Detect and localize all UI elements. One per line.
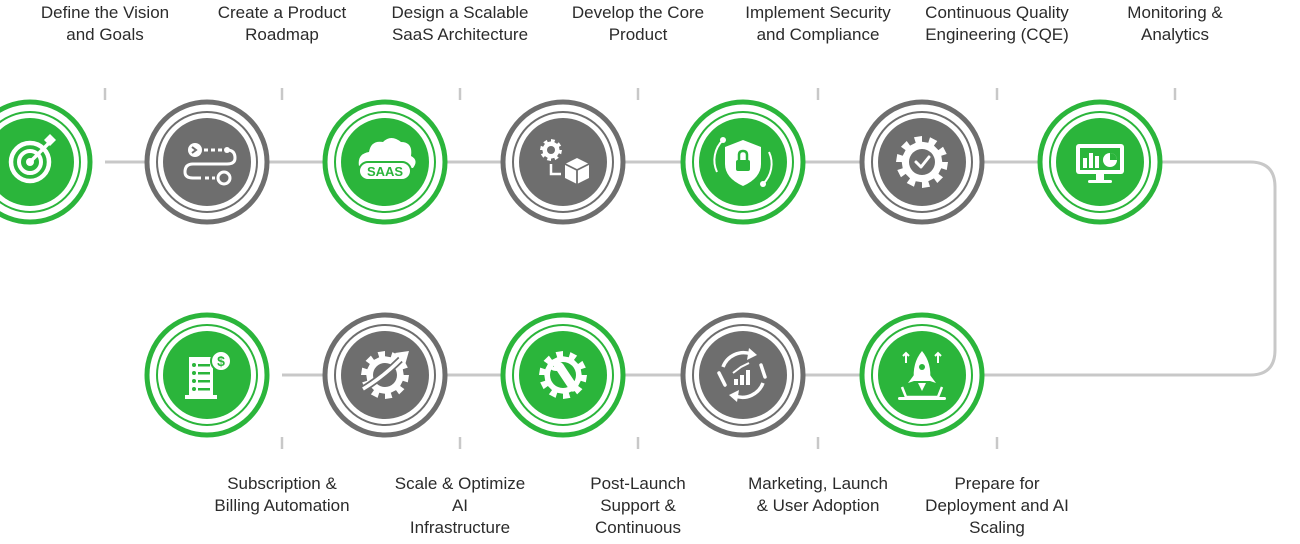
gear-arrow-icon: [361, 351, 409, 399]
step-label-line: Billing Automation: [214, 496, 350, 515]
step-label-line: Design a Scalable: [391, 3, 529, 22]
step-circle: [680, 99, 806, 225]
step-circle: [1037, 99, 1163, 225]
step-label: Scale & Optimize AI Infrastructure: [385, 473, 535, 539]
step-label-line: Continuous: [594, 518, 681, 537]
step-label-line: Analytics: [1140, 25, 1210, 44]
step-circle: [859, 312, 985, 438]
monitor-analytics-icon: [1076, 144, 1124, 183]
step-label-line: Infrastructure: [409, 518, 511, 537]
step-label-line: Monitoring &: [1127, 3, 1223, 22]
target-icon: [8, 134, 56, 184]
billing-list-icon: $: [185, 350, 232, 399]
saas-cloud-icon: SAAS: [358, 138, 416, 181]
step-label-line: Marketing, Launch: [748, 474, 888, 493]
step-label-line: Scaling: [969, 518, 1025, 537]
step-label: Subscription & Billing Automation: [207, 473, 357, 517]
step-circle: $: [144, 312, 270, 438]
step-label-line: and Goals: [66, 25, 144, 44]
step-label-line: Develop the Core: [571, 3, 705, 22]
connector-turn: [997, 160, 1277, 377]
rocket-laptop-icon: [898, 351, 946, 400]
roadmap-icon: [183, 143, 237, 186]
step-label: Integrate AI-DrivenMonitoring &Analytics: [1100, 0, 1250, 46]
step-label: Implement Security and Compliance: [743, 2, 893, 46]
step-label-line: Subscription &: [227, 474, 337, 493]
step-label-line: Scale & Optimize AI: [394, 474, 526, 515]
step-circle: [144, 99, 270, 225]
step-label-line: Post-Launch: [590, 474, 686, 493]
step-label-line: SaaS Architecture: [391, 25, 529, 44]
step-label: Define the Vision and Goals: [30, 2, 180, 46]
step-circle: SAAS: [322, 99, 448, 225]
step-circle: [500, 312, 626, 438]
step-label-line: Prepare for: [954, 474, 1040, 493]
step-label-line: & User Adoption: [756, 496, 880, 515]
dollar-icon-text: $: [217, 353, 225, 369]
gear-box-icon: [540, 139, 590, 184]
step-label-line: Roadmap: [245, 25, 319, 44]
step-label: Marketing, Launch & User Adoption: [743, 473, 893, 517]
gear-wrench-icon: [539, 351, 587, 399]
step-label-line: Deployment and AI: [925, 496, 1069, 515]
step-circle: [322, 312, 448, 438]
step-label-line: Product: [608, 25, 668, 44]
step-circle: [859, 99, 985, 225]
step-circle: [0, 99, 93, 225]
step-circle: [500, 99, 626, 225]
step-label-line: Support &: [600, 496, 676, 515]
gear-check-icon: [896, 136, 948, 188]
step-label-line: Create a Product: [217, 3, 347, 22]
step-label-line: Engineering (CQE): [925, 25, 1069, 44]
step-label-line: and Compliance: [756, 25, 880, 44]
saas-icon-text: SAAS: [367, 164, 403, 179]
growth-cycle-icon: [717, 348, 767, 402]
step-label-line: Continuous Quality: [925, 3, 1069, 22]
step-label-line: Implement Security: [745, 3, 891, 22]
step-label-line: Define the Vision: [40, 3, 170, 22]
shield-lock-icon: [713, 137, 773, 187]
step-circle: [680, 312, 806, 438]
